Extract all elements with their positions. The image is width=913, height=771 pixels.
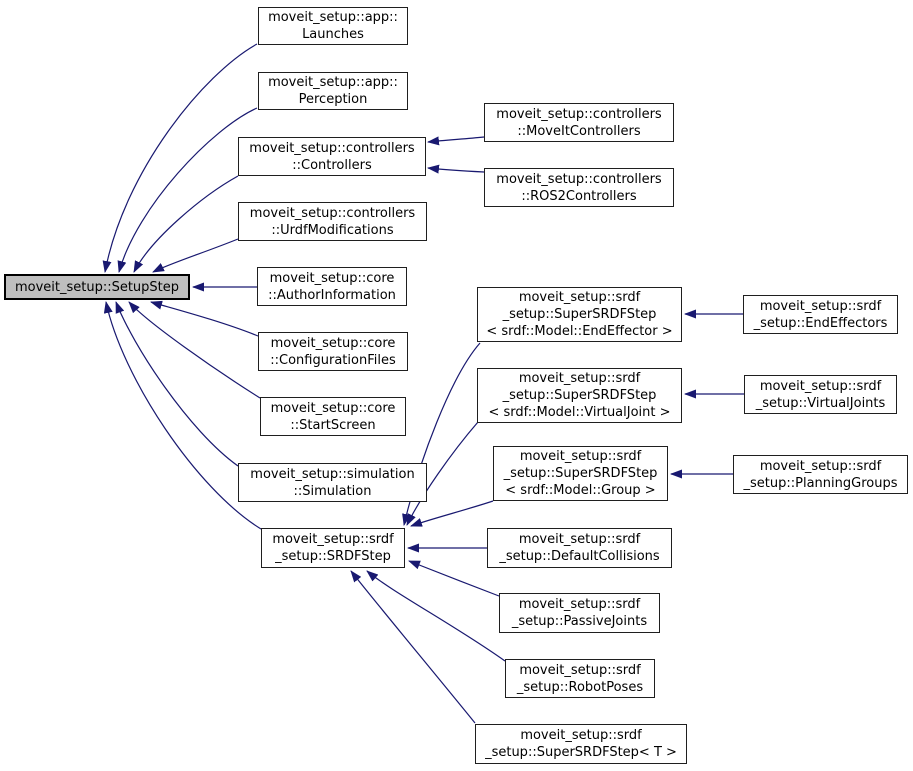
edge-supervirtualjoint-to-srdfstep bbox=[406, 421, 479, 526]
edge-passivejoints-to-srdfstep bbox=[408, 560, 500, 597]
edge-robotposes-to-srdfstep bbox=[366, 570, 506, 662]
node-setupstep[interactable]: moveit_setup::SetupStep bbox=[4, 274, 190, 300]
node-srdfsetup-srdfstep[interactable]: moveit_setup::srdf _setup::SRDFStep bbox=[261, 528, 405, 568]
node-app-perception[interactable]: moveit_setup::app:: Perception bbox=[258, 72, 408, 110]
node-srdfsetup-endeffectors[interactable]: moveit_setup::srdf _setup::EndEffectors bbox=[743, 295, 898, 334]
edge-supersrdfstept-to-srdfstep bbox=[350, 570, 476, 724]
node-core-startscreen[interactable]: moveit_setup::core ::StartScreen bbox=[260, 397, 406, 436]
node-supersrdfstep-endeffector[interactable]: moveit_setup::srdf _setup::SuperSRDFStep… bbox=[477, 287, 682, 342]
node-srdfsetup-passivejoints[interactable]: moveit_setup::srdf _setup::PassiveJoints bbox=[499, 593, 660, 633]
node-supersrdfstep-group[interactable]: moveit_setup::srdf _setup::SuperSRDFStep… bbox=[493, 446, 668, 501]
node-controllers-ros2controllers[interactable]: moveit_setup::controllers ::ROS2Controll… bbox=[484, 168, 674, 207]
node-supersrdfstep-virtualjoint[interactable]: moveit_setup::srdf _setup::SuperSRDFStep… bbox=[477, 368, 682, 423]
edge-launches-to-setupstep bbox=[102, 43, 258, 273]
edge-urdfmodifications-to-setupstep bbox=[152, 238, 239, 273]
edge-simulation-to-setupstep bbox=[115, 301, 239, 467]
node-core-configurationfiles[interactable]: moveit_setup::core ::ConfigurationFiles bbox=[258, 332, 408, 371]
edge-ros2controllers-to-controllers bbox=[427, 164, 485, 174]
node-srdfsetup-planninggroups[interactable]: moveit_setup::srdf _setup::PlanningGroup… bbox=[733, 455, 908, 494]
edge-configurationfiles-to-setupstep bbox=[150, 300, 259, 337]
node-srdfsetup-robotposes[interactable]: moveit_setup::srdf _setup::RobotPoses bbox=[505, 659, 655, 698]
edge-startscreen-to-setupstep bbox=[128, 301, 261, 399]
edge-perception-to-setupstep bbox=[117, 107, 258, 273]
node-controllers-controllers[interactable]: moveit_setup::controllers ::Controllers bbox=[238, 137, 426, 176]
node-supersrdfstep-t[interactable]: moveit_setup::srdf _setup::SuperSRDFStep… bbox=[475, 724, 687, 764]
node-controllers-moveitcontrollers[interactable]: moveit_setup::controllers ::MoveItContro… bbox=[484, 103, 674, 142]
node-srdfsetup-virtualjoints[interactable]: moveit_setup::srdf _setup::VirtualJoints bbox=[744, 375, 897, 414]
node-core-authorinformation[interactable]: moveit_setup::core ::AuthorInformation bbox=[257, 267, 407, 306]
edge-moveitcontrollers-to-controllers bbox=[427, 136, 485, 146]
edge-controllers-to-setupstep bbox=[133, 175, 239, 273]
node-app-launches[interactable]: moveit_setup::app:: Launches bbox=[258, 7, 408, 45]
node-controllers-urdfmodifications[interactable]: moveit_setup::controllers ::UrdfModifica… bbox=[238, 202, 427, 241]
edge-supergroup-to-srdfstep bbox=[410, 500, 494, 527]
node-srdfsetup-defaultcollisions[interactable]: moveit_setup::srdf _setup::DefaultCollis… bbox=[487, 528, 672, 568]
node-simulation-simulation[interactable]: moveit_setup::simulation ::Simulation bbox=[238, 463, 427, 502]
edge-srdfstep-to-setupstep bbox=[103, 301, 262, 530]
